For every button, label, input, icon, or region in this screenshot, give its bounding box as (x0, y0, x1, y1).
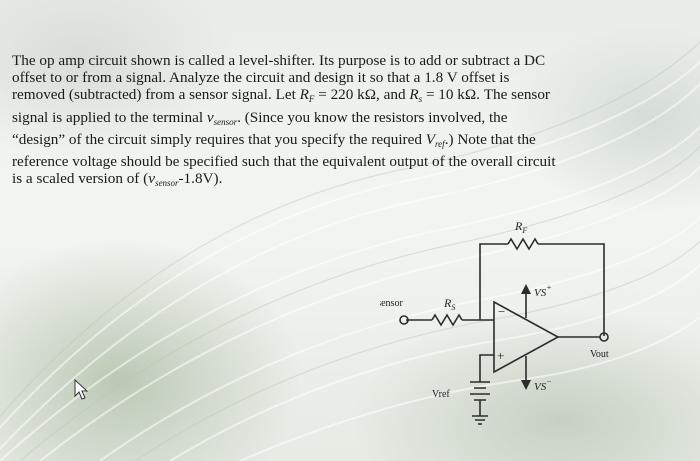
text-line-4: signal is applied to the terminal vsenso… (12, 109, 680, 131)
text-fragment: is a scaled version of ( (12, 170, 149, 188)
rf-subscript: F (308, 94, 315, 105)
text-fragment: “design” of the circuit simply requires … (12, 130, 426, 148)
text-fragment: = 10 kΩ. The sensor (422, 86, 550, 104)
rs-label: RS (443, 296, 455, 312)
text-fragment: . (Since you know the resistors involved… (237, 108, 508, 126)
vsensor-label: Vsensor (380, 298, 403, 309)
vs-negative-label: VS− (534, 377, 552, 393)
vs-positive-label: VS+ (534, 283, 552, 299)
text-fragment: signal is applied to the terminal (12, 108, 207, 126)
text-fragment: = 220 kΩ, and (314, 86, 410, 104)
mouse-pointer-icon (74, 379, 89, 400)
text-line-2: offset to or from a signal. Analyze the … (12, 69, 510, 87)
vsensor-subscript: sensor (154, 178, 179, 189)
vs-negative-arrow-icon (521, 380, 531, 390)
text-line-6: reference voltage should be specified su… (12, 153, 556, 171)
rf-symbol: R (299, 86, 309, 104)
vref-symbol: V (425, 130, 436, 148)
feedback-wire (479, 243, 508, 320)
vsensor-symbol: v (206, 108, 214, 126)
rf-label: RF (514, 219, 527, 235)
problem-statement: The op amp circuit shown is called a lev… (12, 52, 680, 192)
noninverting-input-sign: + (497, 348, 504, 363)
rs-resistor (431, 313, 463, 327)
feedback-wire-right (538, 243, 605, 336)
text-fragment: .) Note that the (444, 130, 536, 148)
vsensor-subscript: sensor (213, 116, 238, 127)
vref-label: Vref (432, 389, 450, 400)
ground-icon (472, 415, 488, 425)
inverting-input-sign: − (498, 304, 505, 319)
vout-terminal (599, 332, 609, 342)
op-amp-level-shifter-circuit: − + RF RS Vsensor Vout Vref VS+ VS− (380, 219, 609, 425)
vout-label: Vout (590, 349, 609, 360)
vsensor-symbol: v (148, 170, 155, 188)
text-fragment: -1.8V). (178, 170, 223, 188)
text-line-1: The op amp circuit shown is called a lev… (12, 52, 546, 69)
rf-resistor (507, 237, 539, 251)
vsensor-terminal (399, 315, 409, 325)
vref-battery (470, 381, 490, 401)
text-line-7: is a scaled version of (vsensor-1.8V). (12, 170, 680, 192)
text-line-3: removed (subtracted) from a sensor signa… (12, 86, 680, 108)
noninverting-input-wire (479, 354, 494, 382)
op-amp-triangle (493, 300, 560, 374)
vs-positive-arrow-icon (521, 284, 531, 294)
text-line-5: “design” of the circuit simply requires … (12, 131, 680, 153)
vref-subscript: ref (435, 138, 445, 149)
rs-symbol: R (409, 86, 419, 104)
text-fragment: removed (subtracted) from a sensor signa… (12, 86, 300, 104)
rs-subscript: s (418, 94, 423, 105)
